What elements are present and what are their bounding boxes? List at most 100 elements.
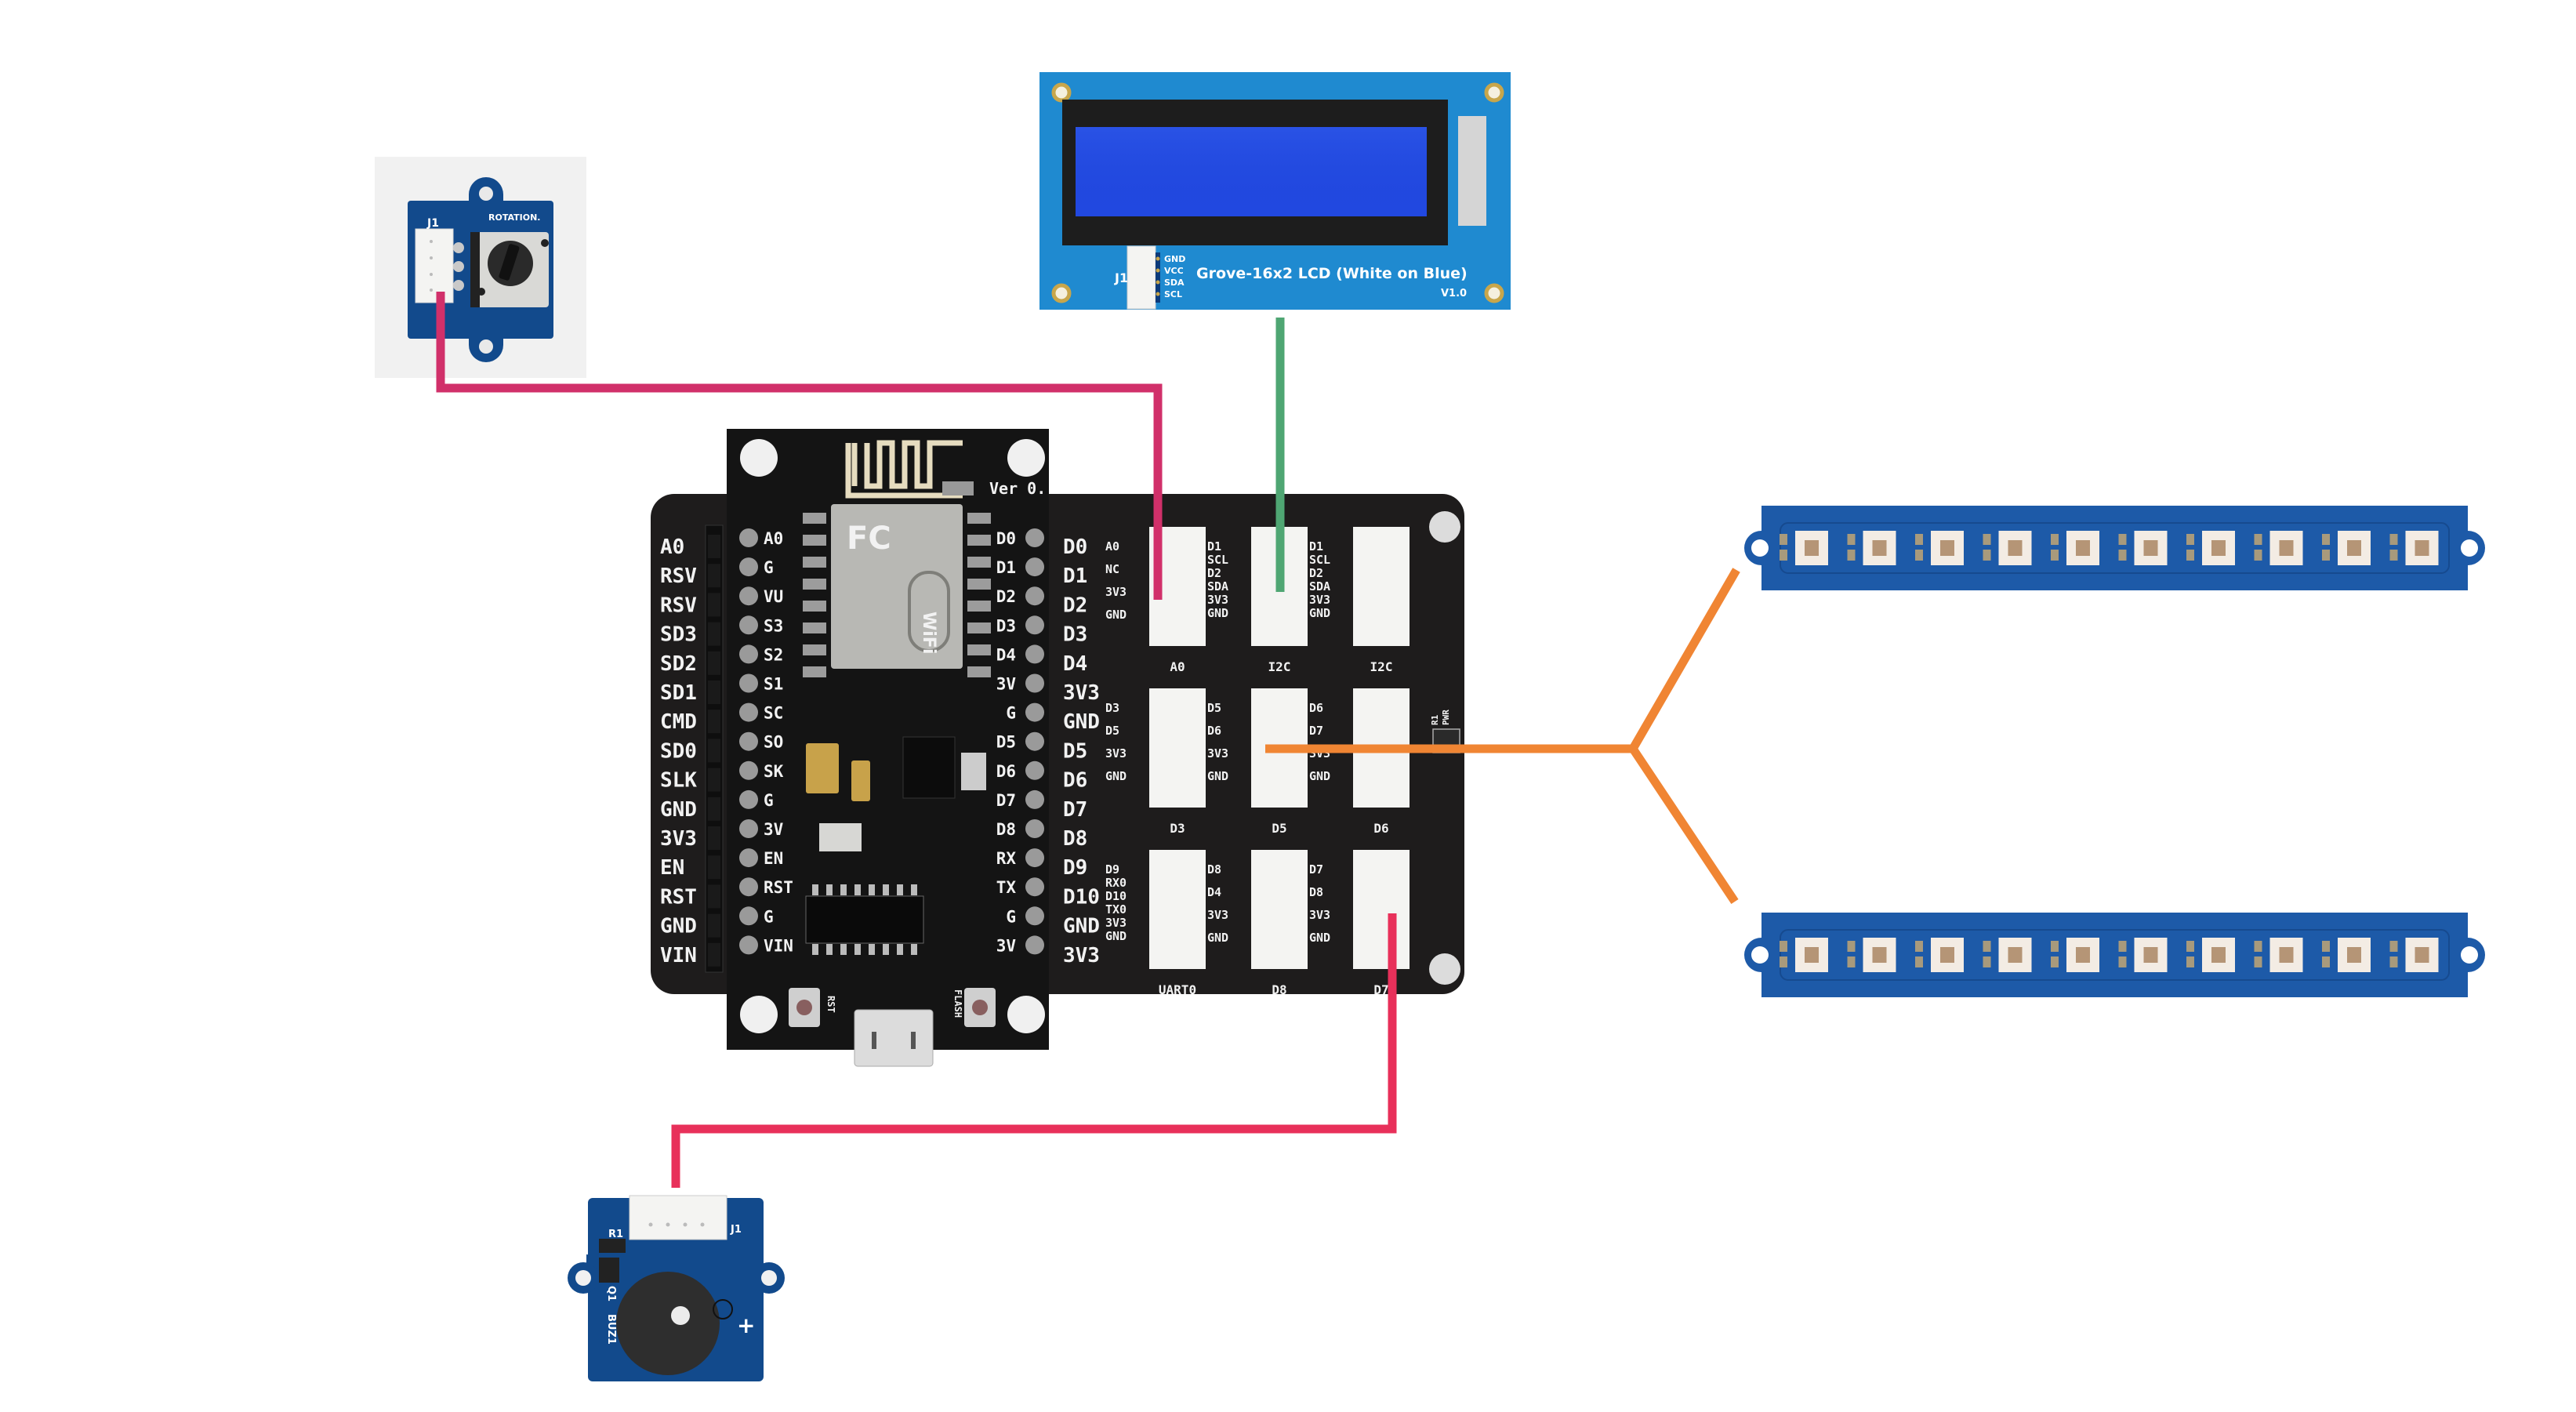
- buzzer-q1-label: Q1: [605, 1286, 617, 1301]
- mount-hole: [1751, 539, 1769, 557]
- shield-left-pin-label: GND: [660, 798, 697, 822]
- nodemcu-mount-hole: [1007, 996, 1045, 1033]
- led-capacitor: [2186, 534, 2194, 545]
- led-capacitor: [1915, 534, 1923, 545]
- nodemcu-board: FC WiFi Ver 0. A0GVUS3S2S1SCSOSKG3VENRST…: [727, 429, 1049, 1067]
- nodemcu-left-pin-label: SC: [764, 704, 783, 723]
- port-connector: [1149, 850, 1206, 969]
- port-pin-label: D8: [1207, 862, 1221, 877]
- esp-pads: [803, 513, 991, 677]
- led-capacitor: [2322, 941, 2330, 952]
- port-pin-label: GND: [1105, 608, 1127, 622]
- nodemcu-left-pin-label: SK: [764, 762, 784, 781]
- lcd-j1-label: J1: [1114, 270, 1128, 285]
- nodemcu-mount-hole: [1007, 439, 1045, 477]
- led-capacitor: [2322, 534, 2330, 545]
- led-capacitor: [1780, 534, 1787, 545]
- esp-pad: [967, 513, 991, 524]
- pin-hole: [1025, 906, 1044, 926]
- pcb-antenna: [845, 440, 963, 499]
- mount-hole: [761, 1270, 777, 1286]
- chip-leg: [826, 884, 833, 895]
- nodemcu-right-pin-label: D3: [996, 616, 1016, 635]
- port-pin-label: 3V3: [1105, 585, 1127, 599]
- esp-pad: [967, 535, 991, 546]
- pin-hole: [1025, 615, 1044, 635]
- port-connector: [1251, 850, 1308, 969]
- mount-hole: [575, 1270, 591, 1286]
- led-strip-top: [1744, 506, 2485, 590]
- lcd-grove-connector: [1127, 245, 1156, 310]
- pin-hole: [739, 819, 758, 838]
- esp-pad: [803, 513, 826, 524]
- port-pin-label: D2: [1207, 566, 1221, 580]
- mount-hole: [2461, 946, 2478, 964]
- chip-leg: [869, 944, 875, 955]
- port-pin-label: 3V3: [1105, 746, 1127, 760]
- shield-left-pin-label: SLK: [660, 769, 697, 793]
- shield-right-pin-label: D2: [1063, 593, 1087, 617]
- esp-pad: [967, 579, 991, 590]
- pin-hole: [739, 586, 758, 606]
- pin-hole: [739, 731, 758, 751]
- esp-pad: [803, 579, 826, 590]
- pin-hole: [739, 760, 758, 780]
- port-pin-label: D7: [1309, 862, 1323, 877]
- port-pin-label: 3V3: [1207, 908, 1228, 922]
- port-name-label: A0: [1170, 659, 1185, 674]
- port-pin-label: 3V3: [1105, 916, 1127, 930]
- buzzer-grove-connector: [629, 1195, 727, 1240]
- nodemcu-right-pin-label: D4: [996, 645, 1016, 664]
- chip-leg: [883, 884, 889, 895]
- pin-hole: [739, 615, 758, 635]
- shield-left-pin-label: CMD: [660, 710, 697, 734]
- regulator-tab: [961, 753, 986, 790]
- chip-leg: [812, 884, 818, 895]
- shield-left-pin-label: SD2: [660, 652, 697, 676]
- nodemcu-right-pin-label: RX: [996, 849, 1017, 868]
- shield-left-pin-label: RSV: [660, 593, 697, 617]
- port-pin-label: D4: [1207, 885, 1221, 899]
- wire-junction-to-led-top: [1629, 568, 1740, 751]
- rotation-board-label: ROTATION.: [488, 212, 540, 223]
- pin-hole: [1025, 789, 1044, 809]
- chip-leg: [826, 944, 833, 955]
- port-name-label: UART0: [1159, 982, 1196, 997]
- chip-leg: [897, 884, 903, 895]
- shield-right-pin-label: D9: [1063, 856, 1087, 880]
- header-socket: [708, 768, 720, 792]
- esp-pad: [803, 601, 826, 612]
- port-pin-label: SCL: [1207, 553, 1228, 567]
- port-pin-label: D8: [1309, 885, 1323, 899]
- lcd-pin-gnd: GND: [1164, 254, 1185, 264]
- port-pin-label: D2: [1309, 566, 1323, 580]
- rst-label: RST: [825, 996, 836, 1013]
- port-pin-label: A0: [1105, 539, 1119, 554]
- esp8266-module: [831, 504, 963, 669]
- shield-right-pin-label: D5: [1063, 739, 1087, 763]
- pin-hole: [1025, 557, 1044, 577]
- pin-hole: [739, 557, 758, 577]
- header-socket: [708, 826, 720, 850]
- shield-left-pin-label: GND: [660, 915, 697, 938]
- chip-leg: [869, 884, 875, 895]
- buzzer-disc: [616, 1272, 720, 1375]
- shield-mount-hole: [1429, 511, 1460, 543]
- chip-leg: [854, 944, 861, 955]
- port-pin-label: 3V3: [1309, 908, 1330, 922]
- fc-logo: FC: [847, 521, 891, 557]
- shield-right-pin-label: GND: [1063, 710, 1100, 734]
- esp-pad: [967, 623, 991, 633]
- chip-leg: [854, 884, 861, 895]
- esp-pad: [803, 644, 826, 655]
- buzzer-module: R1 J1 Q1 BUZ1 +: [568, 1195, 785, 1381]
- header-socket: [708, 564, 720, 588]
- header-socket: [708, 681, 720, 704]
- wire-d7-to-buzzer: [671, 913, 1397, 1188]
- port-name-label: D6: [1373, 821, 1388, 836]
- port-pin-label: D9: [1105, 862, 1119, 877]
